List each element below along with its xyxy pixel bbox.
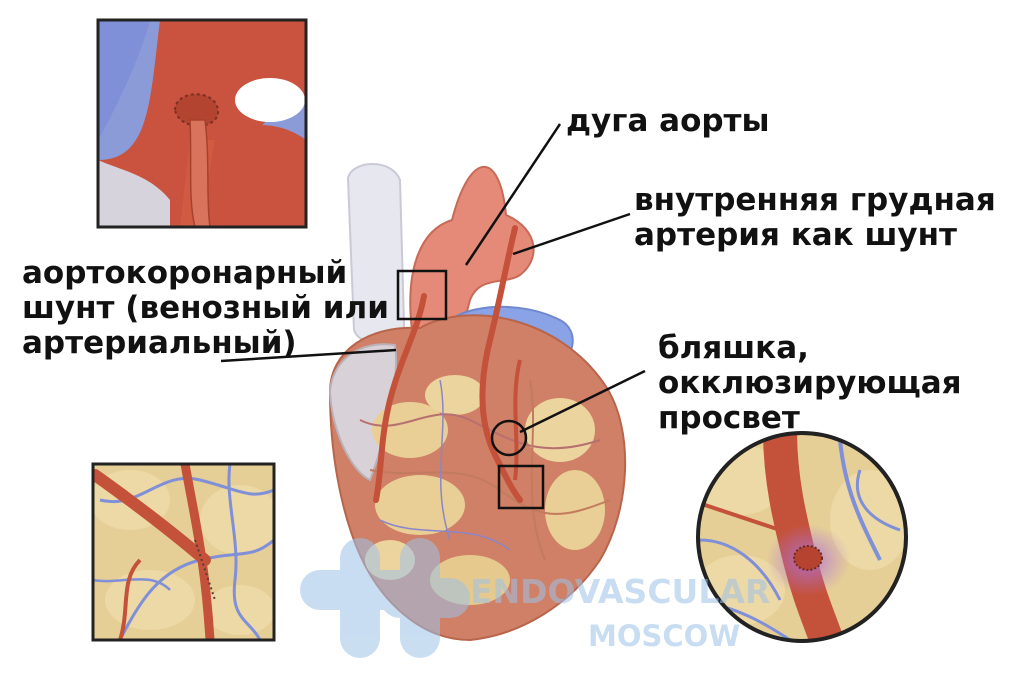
label-bypass-graft-line-3: артериальный) <box>22 325 297 361</box>
inset-coronary-anastomosis <box>91 462 276 642</box>
label-bypass-graft: аортокоронарный шунт (венозный или артер… <box>22 256 389 361</box>
label-plaque-line-1: бляшка, <box>658 330 809 366</box>
watermark-logo <box>300 538 470 658</box>
mammary-artery-graft <box>479 225 523 503</box>
leader-line-aortic-arch <box>464 123 562 266</box>
myocardium-fat <box>359 375 611 605</box>
watermark-text-line-2: MOSCOW <box>588 619 741 653</box>
label-mammary-artery-line-1: внутренняя грудная <box>634 182 996 218</box>
label-mammary-artery-line-2: артерия как шунт <box>634 217 958 253</box>
label-plaque-line-3: просвет <box>658 400 800 436</box>
label-mammary-artery: внутренняя грудная артерия как шунт <box>634 183 996 253</box>
watermark-text-line-1: ENDOVASCULAR <box>470 572 771 611</box>
leader-line-plaque <box>519 369 646 434</box>
label-bypass-graft-line-1: аортокоронарный <box>22 255 348 291</box>
marker-circle-plaque <box>490 419 528 457</box>
label-bypass-graft-line-2: шунт (венозный или <box>22 290 389 326</box>
inset-aortic-anastomosis <box>96 18 308 229</box>
label-aortic-arch-line: дуга аорты <box>566 103 770 139</box>
label-aortic-arch: дуга аорты <box>566 104 770 139</box>
marker-box-graft-origin <box>396 269 448 321</box>
label-plaque-line-2: окклюзирующая <box>658 365 962 401</box>
leader-line-mammary <box>512 212 631 256</box>
vein-graft <box>373 293 427 503</box>
label-plaque: бляшка, окклюзирующая просвет <box>658 331 962 436</box>
leader-line-bypass <box>220 348 397 363</box>
marker-box-anastomosis <box>497 464 545 510</box>
